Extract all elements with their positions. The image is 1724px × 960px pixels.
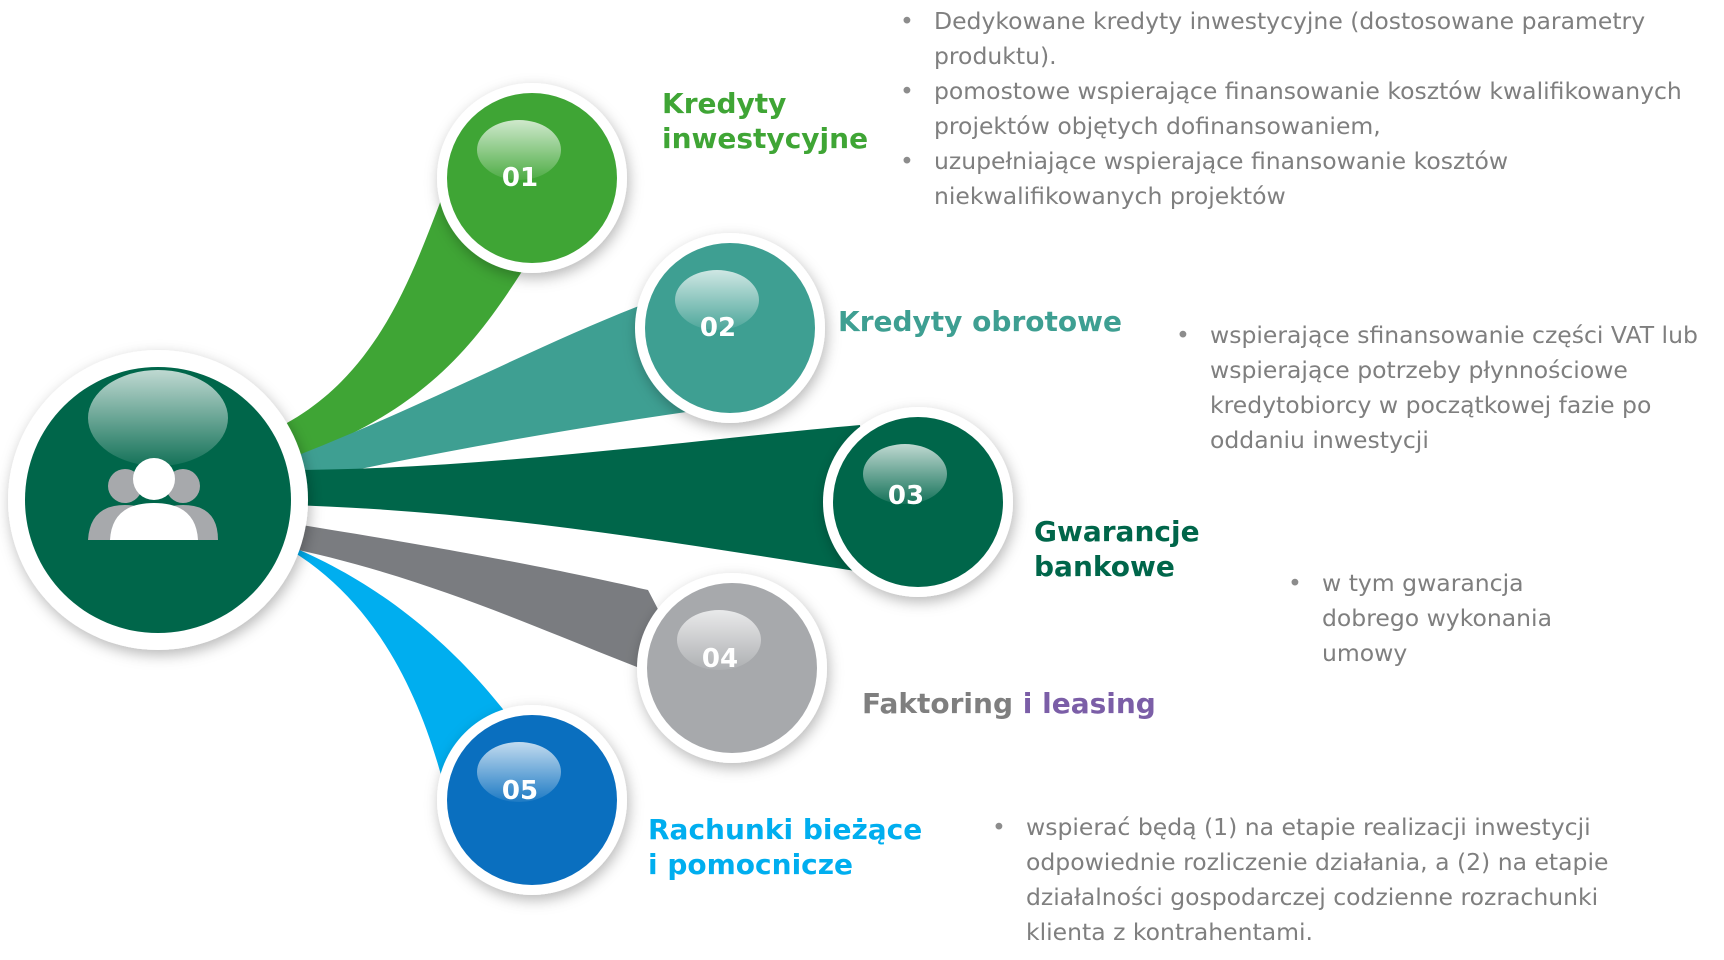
bullets-kredyty-obrotowe: wspierające sfinansowanie części VAT lub…	[1176, 318, 1724, 458]
label-faktoring-i-leasing: Faktoring i leasing	[862, 686, 1156, 721]
number-04: 04	[702, 644, 738, 674]
circle-04: 04	[637, 573, 827, 763]
bullet-item: wspierać będą (1) na etapie realizacji i…	[992, 810, 1682, 950]
circle-05: 05	[437, 705, 627, 895]
number-02: 02	[700, 313, 736, 343]
bullet-item: Dedykowane kredyty inwestycyjne (dostoso…	[900, 4, 1724, 74]
bullets-gwarancje: w tym gwarancja dobrego wykonania umowy	[1288, 566, 1628, 671]
circle-01: 01	[437, 83, 627, 273]
label-i-leasing: i leasing	[1022, 687, 1156, 720]
hub-circle	[8, 350, 308, 650]
ribbon-03	[285, 425, 880, 575]
bullets-rachunki: wspierać będą (1) na etapie realizacji i…	[992, 810, 1682, 950]
label-faktoring: Faktoring	[862, 687, 1023, 720]
bullets-kredyty-inwestycyjne: Dedykowane kredyty inwestycyjne (dostoso…	[900, 4, 1724, 214]
label-rachunki: Rachunki bieżące i pomocnicze	[648, 813, 923, 881]
bullet-item: wspierające sfinansowanie części VAT lub…	[1176, 318, 1724, 458]
bullet-item: pomostowe wspierające finansowanie koszt…	[900, 74, 1724, 144]
circle-02: 02	[635, 233, 825, 423]
ribbon-04	[270, 520, 700, 690]
bullet-item: w tym gwarancja dobrego wykonania umowy	[1288, 566, 1628, 671]
label-gwarancje-bankowe: Gwarancje bankowe	[1034, 515, 1200, 583]
number-03: 03	[888, 481, 924, 511]
bullet-item: uzupełniające wspierające finansowanie k…	[900, 144, 1724, 214]
number-05: 05	[502, 776, 538, 806]
label-kredyty-obrotowe: Kredyty obrotowe	[838, 305, 1122, 338]
label-kredyty-inwestycyjne: Kredyty inwestycyjne	[662, 87, 869, 155]
ribbon-02	[260, 298, 700, 485]
circle-03: 03	[823, 407, 1013, 597]
number-01: 01	[502, 163, 538, 193]
